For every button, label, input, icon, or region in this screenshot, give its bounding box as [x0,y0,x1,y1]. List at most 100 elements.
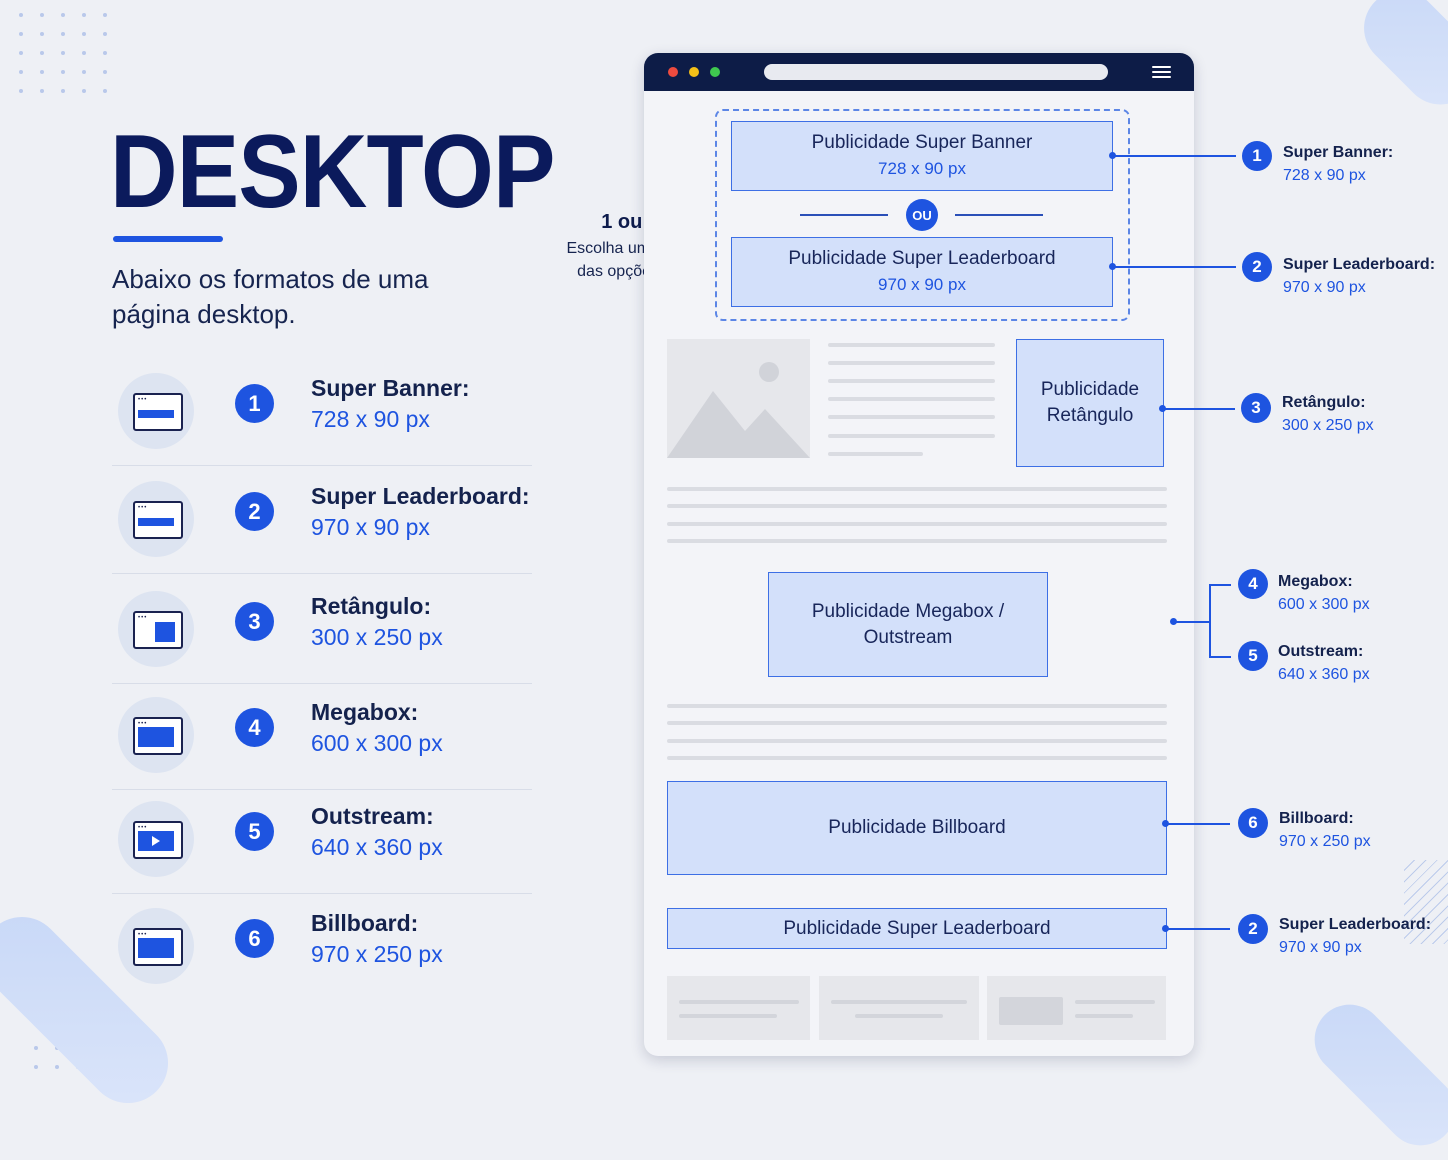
ad-slot-label: Publicidade Billboard [828,817,1006,838]
ad-slot-label: Publicidade Super Leaderboard [788,248,1056,269]
format-row-megabox: ••• 4 Megabox: 600 x 300 px [112,685,532,790]
connector-line [1174,621,1210,623]
callout-number-badge: 2 [1242,252,1272,282]
format-size: 970 x 90 px [311,514,430,540]
format-row-retangulo: ••• 3 Retângulo: 300 x 250 px [112,579,532,684]
footer-card [987,976,1166,1040]
text-line [667,704,1167,708]
decorative-dots-top-left [19,13,124,108]
callout-size: 970 x 90 px [1283,279,1366,296]
choice-dashed-group [715,109,1130,321]
connector-dot [1109,263,1116,270]
window-close-dot-icon [668,67,678,77]
connector-line [1209,584,1231,586]
text-line [667,721,1167,725]
callout-name: Super Banner: [1283,144,1394,161]
connector-line [1163,408,1235,410]
window-minimize-dot-icon [689,67,699,77]
ad-slot-megabox-outstream: Publicidade Megabox / Outstream [768,572,1048,677]
window-maximize-dot-icon [710,67,720,77]
ad-slot-label-line1: Publicidade Megabox / [811,600,1005,622]
format-name: Outstream: [311,803,434,829]
text-line [828,415,995,419]
ad-slot-label-line2: Retângulo [1046,405,1134,426]
intro-text: Abaixo os formatos de uma página desktop… [112,264,429,329]
hamburger-menu-icon [1152,66,1171,78]
ad-slot-super-leaderboard-top: Publicidade Super Leaderboard 970 x 90 p… [731,237,1113,307]
callout-size: 970 x 90 px [1279,939,1362,956]
format-size: 728 x 90 px [311,406,430,432]
callout-size: 600 x 300 px [1278,596,1370,613]
callout-name: Super Leaderboard: [1283,256,1436,273]
format-size: 600 x 300 px [311,730,443,756]
format-name: Super Banner: [311,375,470,401]
callout-number-badge: 6 [1238,808,1268,838]
footer-card [667,976,810,1040]
ad-slot-size: 970 x 90 px [878,275,966,294]
text-line [667,504,1167,508]
format-number-badge: 6 [235,919,274,958]
decorative-shape-bottom-right [1300,990,1448,1160]
image-placeholder [667,339,810,458]
format-name: Billboard: [311,910,419,936]
callout-number-badge: 2 [1238,914,1268,944]
page-title: DESKTOP [110,114,555,230]
format-size: 970 x 250 px [311,941,443,967]
format-row-outstream: ••• 5 Outstream: 640 x 360 px [112,789,532,894]
footer-card [819,976,979,1040]
connector-line [1209,656,1231,658]
text-line [667,539,1167,543]
callout-number-badge: 5 [1238,641,1268,671]
play-icon [152,836,160,846]
callout-number-badge: 4 [1238,569,1268,599]
connector-dot [1109,152,1116,159]
ad-slot-super-banner: Publicidade Super Banner 728 x 90 px [731,121,1113,191]
text-line [828,397,995,401]
format-icon-circle: ••• [118,801,194,877]
ad-slot-label: Publicidade Super Leaderboard [783,917,1051,939]
format-number-badge: 3 [235,602,274,641]
text-line [667,739,1167,743]
callout-size: 640 x 360 px [1278,666,1370,683]
choice-subtitle-line2: das opções [577,263,659,280]
connector-dot [1162,925,1169,932]
text-line [828,379,995,383]
format-icon-circle: ••• [118,697,194,773]
format-icon-circle: ••• [118,591,194,667]
rectangle-window-icon: ••• [133,611,183,649]
text-line [667,522,1167,526]
choice-subtitle-line1: Escolha uma [566,240,660,257]
format-name: Super Leaderboard: [311,483,530,509]
callout-size: 970 x 250 px [1279,833,1371,850]
ad-slot-billboard: Publicidade Billboard [667,781,1167,875]
text-line [667,756,1167,760]
ad-slot-label-line1: Publicidade [1040,379,1140,400]
ad-slot-retangulo: Publicidade Retângulo [1016,339,1164,467]
callout-size: 300 x 250 px [1282,417,1374,434]
connector-dot [1162,820,1169,827]
text-line [828,343,995,347]
callout-name: Super Leaderboard: [1279,916,1432,933]
text-line [828,361,995,365]
format-icon-circle: ••• [118,908,194,984]
callout-name: Billboard: [1279,810,1354,827]
connector-dot [1159,405,1166,412]
megabox-window-icon: ••• [133,717,183,755]
mountain-image-icon [667,362,810,458]
browser-title-bar [644,53,1194,91]
format-size: 300 x 250 px [311,624,443,650]
format-number-badge: 5 [235,812,274,851]
format-row-super-banner: ••• 1 Super Banner: 728 x 90 px [112,361,532,466]
callout-number-badge: 3 [1241,393,1271,423]
callout-name: Retângulo: [1282,394,1366,411]
or-divider-right [955,214,1043,216]
connector-line [1113,155,1236,157]
format-row-super-leaderboard: ••• 2 Super Leaderboard: 970 x 90 px [112,469,532,574]
callout-name: Megabox: [1278,573,1353,590]
callout-size: 728 x 90 px [1283,167,1366,184]
connector-line [1209,584,1211,658]
banner-window-icon: ••• [133,393,183,431]
text-line [828,434,995,438]
format-name: Retângulo: [311,593,432,619]
format-row-billboard: ••• 6 Billboard: 970 x 250 px [112,896,532,1000]
